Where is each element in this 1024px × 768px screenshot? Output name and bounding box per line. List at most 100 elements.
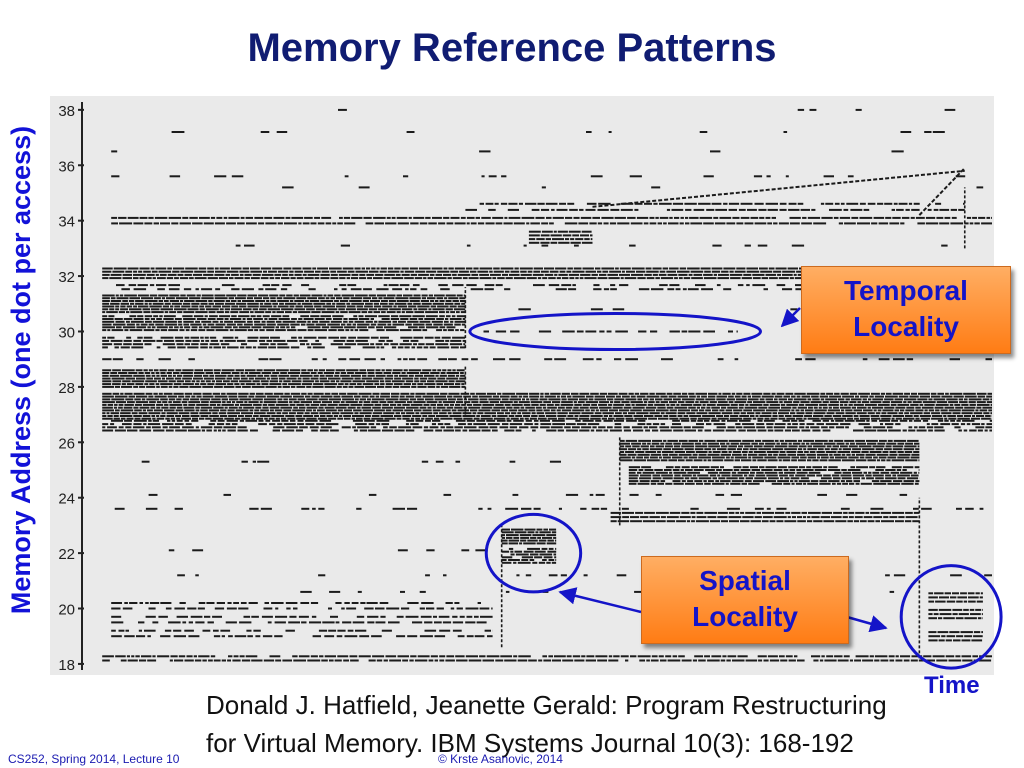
access-dot	[785, 655, 793, 658]
access-dot	[636, 270, 646, 273]
access-dot	[428, 308, 432, 311]
access-dot	[892, 511, 905, 514]
access-dot	[249, 372, 261, 374]
access-dot	[480, 417, 493, 420]
access-dot	[277, 343, 288, 346]
access-dot	[337, 409, 343, 412]
access-dot	[355, 423, 367, 426]
access-dot	[240, 346, 245, 349]
access-dot	[730, 442, 739, 445]
access-dot	[598, 202, 611, 205]
access-dot	[153, 392, 158, 395]
access-dot	[251, 615, 259, 618]
access-dot	[364, 607, 374, 610]
access-dot	[320, 315, 331, 318]
access-dot	[860, 520, 867, 523]
access-dot	[213, 346, 221, 349]
access-dot	[165, 320, 177, 323]
access-dot	[313, 302, 326, 305]
access-dot	[461, 385, 466, 388]
access-dot	[811, 655, 821, 658]
access-dot	[904, 412, 910, 415]
access-dot	[387, 323, 392, 326]
access-dot	[155, 273, 159, 276]
access-dot	[454, 323, 461, 326]
access-dot	[255, 300, 266, 302]
access-dot	[129, 329, 143, 332]
access-dot	[470, 409, 478, 412]
access-dot	[527, 539, 538, 542]
access-dot	[493, 270, 504, 273]
access-dot	[557, 230, 568, 233]
access-dot	[590, 392, 599, 395]
access-dot	[169, 175, 181, 178]
access-dot	[447, 369, 452, 372]
access-dot	[732, 453, 742, 456]
access-dot	[373, 277, 383, 280]
access-dot	[405, 423, 409, 426]
access-dot	[361, 377, 373, 380]
access-dot	[767, 655, 778, 658]
access-dot	[582, 403, 591, 406]
access-dot	[383, 659, 388, 662]
access-dot	[539, 398, 548, 401]
access-dot	[631, 267, 645, 270]
access-dot	[324, 383, 338, 386]
access-dot	[726, 477, 738, 480]
access-dot	[852, 474, 865, 477]
access-dot	[299, 374, 313, 377]
access-dot	[152, 655, 156, 658]
access-dot	[677, 395, 689, 398]
access-dot	[215, 323, 226, 326]
access-dot	[712, 477, 717, 480]
access-dot	[721, 520, 728, 523]
access-dot	[649, 516, 660, 519]
access-dot	[662, 453, 669, 456]
access-dot	[821, 216, 833, 219]
access-dot	[162, 401, 168, 404]
access-dot	[607, 398, 614, 401]
access-dot	[371, 398, 385, 401]
access-dot	[509, 273, 520, 276]
access-dot	[914, 482, 919, 485]
access-dot	[132, 343, 143, 346]
access-dot	[717, 401, 728, 404]
access-dot	[723, 469, 733, 471]
access-dot	[614, 401, 621, 404]
access-dot	[745, 403, 749, 406]
access-dot	[855, 511, 865, 514]
access-dot	[834, 202, 840, 205]
access-dot	[784, 471, 796, 474]
access-dot	[174, 659, 184, 662]
access-dot	[364, 415, 371, 417]
access-dot	[771, 482, 782, 485]
access-dot	[221, 284, 235, 287]
access-dot	[754, 202, 764, 205]
access-dot	[636, 216, 649, 219]
access-dot	[823, 175, 834, 178]
access-dot	[304, 270, 314, 273]
access-dot	[273, 216, 285, 219]
access-dot	[599, 330, 605, 333]
access-dot	[324, 655, 336, 658]
access-dot	[153, 409, 163, 412]
access-dot	[396, 615, 404, 618]
access-dot	[341, 395, 353, 398]
access-dot	[281, 277, 290, 280]
access-dot	[780, 442, 788, 445]
access-dot	[842, 415, 853, 417]
access-dot	[446, 655, 455, 658]
access-dot	[904, 445, 917, 448]
access-dot	[877, 202, 884, 205]
access-dot	[970, 417, 981, 420]
access-dot	[765, 409, 778, 412]
access-dot	[275, 326, 279, 329]
access-dot	[544, 392, 550, 395]
access-dot	[152, 320, 165, 323]
access-dot	[890, 471, 900, 474]
access-dot	[264, 216, 273, 219]
access-dot	[757, 459, 767, 462]
access-dot	[520, 406, 525, 409]
access-dot	[310, 403, 320, 406]
access-dot	[254, 323, 266, 326]
